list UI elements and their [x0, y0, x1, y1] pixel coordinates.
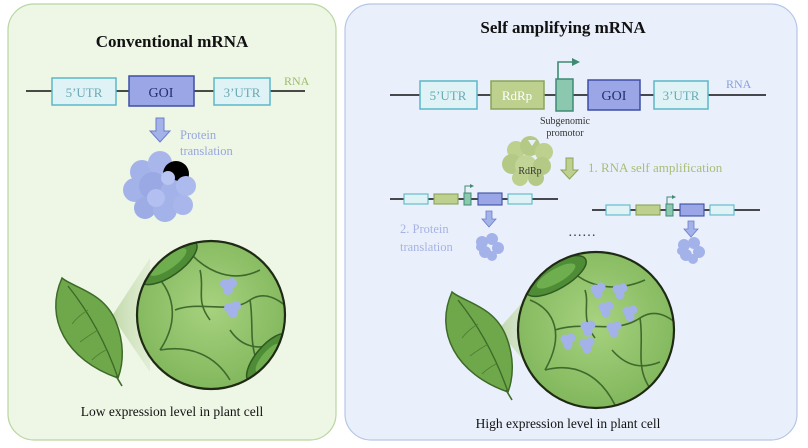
goi-segment	[587, 79, 641, 111]
left-panel-title: Conventional mRNA	[96, 32, 249, 51]
translation-arrow-icon	[148, 117, 172, 143]
goi-label: GOI	[149, 86, 174, 101]
protein-text-line2: translation	[180, 144, 234, 158]
right-panel-caption: High expression level in plant cell	[476, 416, 661, 431]
rdrp-enzyme-label: RdRp	[518, 166, 541, 177]
utr3-segment	[653, 80, 709, 110]
protein-text-line1: Protein	[180, 128, 217, 142]
utr5-label: 5’UTR	[430, 88, 467, 103]
leaf-icon	[445, 290, 513, 401]
sarna-construct: 5’UTR RdRp GOI 3’UTR RNA	[390, 58, 766, 112]
small-protein-icon-1	[476, 233, 504, 261]
right-panel: Self amplifying mRNA 5’UTR RdRp GOI 3’UT…	[344, 3, 798, 441]
small-protein-icon-2	[677, 237, 705, 264]
utr3-segment	[213, 77, 271, 106]
magnifier-beam	[112, 258, 150, 372]
left-panel-caption: Low expression level in plant cell	[81, 404, 264, 419]
utr5-segment	[419, 80, 478, 110]
right-panel-title: Self amplifying mRNA	[480, 18, 646, 37]
goi-label: GOI	[602, 89, 627, 104]
left-panel: Conventional mRNA 5’UTR GOI 3’UTR RNA Pr…	[7, 3, 337, 441]
magnified-cell-high	[516, 250, 676, 410]
promotor-text-line2: promotor	[546, 128, 584, 139]
utr3-label: 3’UTR	[663, 88, 700, 103]
amplified-rna-copy-1	[390, 184, 558, 206]
rdrp-segment	[490, 80, 545, 110]
promotor-arrowhead-icon	[572, 58, 580, 66]
translation-arrow-icon-2	[683, 220, 699, 238]
utr5-segment	[51, 77, 117, 106]
step2-text-line1: 2. Protein	[400, 222, 449, 236]
utr3-label: 3’UTR	[224, 85, 261, 100]
translation-arrow-icon-1	[481, 210, 497, 228]
promotor-text-line1: Subgenomic	[540, 116, 591, 127]
protein-cluster-icon	[123, 151, 196, 222]
amplification-arrow-icon	[559, 157, 580, 180]
step2-text-line2: translation	[400, 240, 454, 254]
utr5-label: 5’UTR	[66, 85, 103, 100]
promotor-arrow-icon	[557, 61, 574, 79]
rna-label: RNA	[726, 77, 752, 91]
promotor-segment	[555, 78, 574, 112]
rna-label: RNA	[284, 74, 310, 88]
leaf-icon	[55, 276, 123, 387]
step1-text: 1. RNA self amplification	[588, 160, 723, 175]
amplified-rna-copy-2	[592, 195, 760, 217]
left-rna-construct: 5’UTR GOI 3’UTR RNA	[26, 74, 310, 107]
rdrp-enzyme-icon	[502, 136, 553, 186]
goi-segment	[128, 75, 195, 107]
ellipsis-text: ……	[568, 225, 596, 240]
rdrp-label: RdRp	[502, 88, 532, 103]
